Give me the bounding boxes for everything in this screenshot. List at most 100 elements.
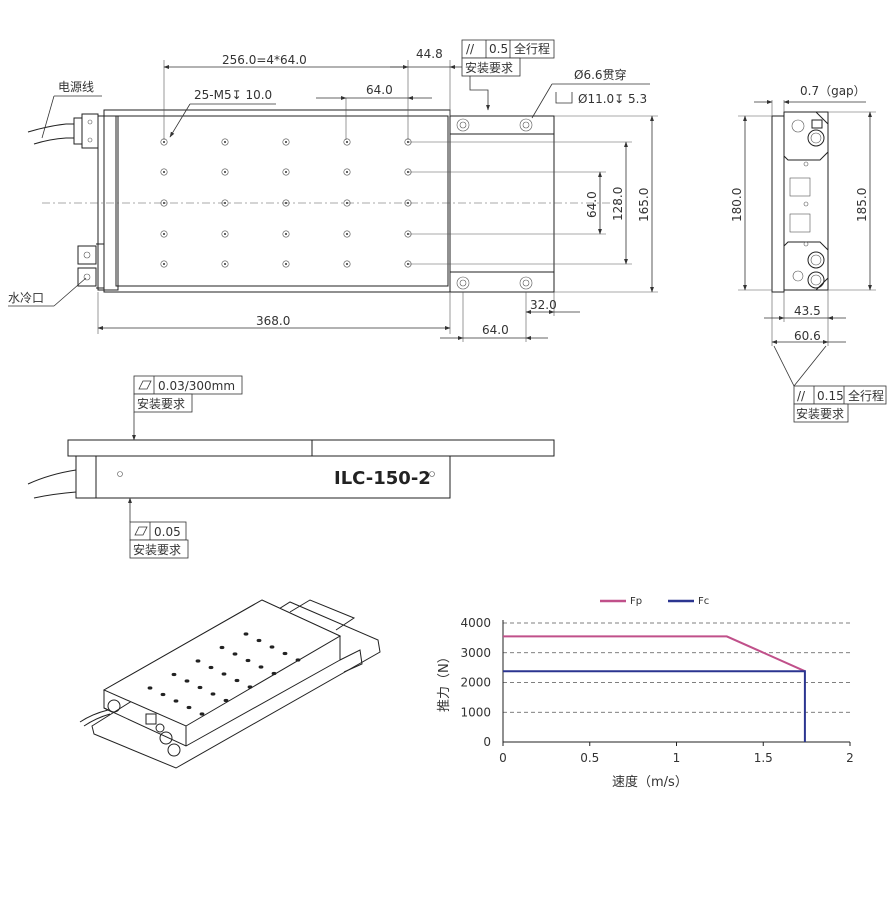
water-cooling-ports (77, 243, 104, 289)
iso-hole (171, 672, 177, 677)
front-view: ILC-150-2 0.03/300mm 安装要求 0.05 安装要求 (27, 375, 555, 559)
thread-hole (343, 260, 351, 268)
thread-hole (221, 138, 229, 146)
x-tick-label: 1.5 (754, 751, 773, 765)
thread-hole-center (163, 233, 165, 235)
thread-note: 25-M5↧ 10.0 (194, 88, 272, 102)
x-tick-label: 2 (846, 751, 854, 765)
x-tick-label: 0.5 (580, 751, 599, 765)
thread-hole (160, 168, 168, 176)
iso-hole (269, 645, 275, 649)
svg-text://: // (466, 42, 475, 56)
dim-pitch: 64.0 (366, 83, 393, 97)
iso-hole (243, 632, 249, 636)
chart-y-label: 推力（N） (437, 650, 452, 712)
svg-text:0.03/300mm: 0.03/300mm (158, 379, 235, 393)
isometric-view (79, 599, 381, 769)
thread-hole-center (163, 202, 165, 204)
x-tick-label: 0 (499, 751, 507, 765)
y-tick-label: 1000 (460, 705, 491, 719)
thread-hole (282, 168, 290, 176)
svg-text:0.5: 0.5 (489, 42, 508, 56)
iso-hole (221, 672, 227, 676)
iso-hole (245, 658, 251, 663)
svg-text:0.05: 0.05 (154, 525, 181, 539)
iso-hole (208, 665, 214, 670)
svg-text:全行程: 全行程 (514, 41, 550, 56)
legend-label-fc: Fc (698, 596, 709, 607)
svg-text:安装要求: 安装要求 (133, 542, 181, 557)
iso-hole (186, 705, 192, 710)
iso-hole (184, 679, 190, 683)
thread-hole (160, 230, 168, 238)
thread-hole-center (285, 141, 287, 143)
dim-gap: 0.7（gap） (800, 84, 866, 98)
svg-text:安装要求: 安装要求 (796, 406, 844, 421)
thread-hole-center (346, 202, 348, 204)
x-tick-label: 1 (673, 751, 681, 765)
iso-hole (219, 645, 225, 650)
iso-hole (147, 686, 153, 690)
thread-hole (221, 260, 229, 268)
svg-text:全行程: 全行程 (848, 388, 884, 403)
side-view: 0.7（gap） 180.0 185.0 43.5 60.6 // 0.15 全… (730, 84, 887, 423)
thread-hole (221, 168, 229, 176)
dim-43-5: 43.5 (794, 304, 821, 318)
chart-x-label: 速度（m/s） (612, 774, 688, 790)
tol-frame-parallel-side: // 0.15 全行程 安装要求 (793, 385, 887, 423)
thread-hole-center (163, 141, 165, 143)
dim-180: 180.0 (730, 188, 744, 222)
thread-hole-center (285, 202, 287, 204)
y-tick-label: 4000 (460, 616, 491, 630)
x-tick-labels: 0 0.5 1 1.5 2 (499, 742, 854, 765)
thread-hole (343, 199, 351, 207)
iso-hole (173, 699, 179, 703)
thread-hole-center (224, 263, 226, 265)
thread-hole (343, 168, 351, 176)
thread-hole-center (407, 202, 409, 204)
thread-hole (404, 199, 412, 207)
counterbore: Ø11.0↧ 5.3 (578, 92, 647, 106)
model-label: ILC-150-2 (334, 468, 431, 489)
series-line-fp (503, 635, 806, 673)
iso-hole (199, 712, 205, 716)
front-rail (67, 439, 555, 457)
dim-60-6: 60.6 (794, 329, 821, 343)
thread-hole (343, 138, 351, 146)
iso-hole (234, 678, 240, 683)
thread-hole-center (285, 233, 287, 235)
chart-series (503, 635, 806, 742)
dim-rail-32: 32.0 (530, 298, 557, 312)
thread-hole (160, 260, 168, 268)
side-rail (771, 115, 785, 293)
iso-hole (160, 692, 166, 697)
y-tick-label: 0 (483, 735, 491, 749)
iso-hole (271, 671, 277, 676)
svg-text://: // (797, 389, 806, 403)
iso-hole (282, 651, 288, 656)
dim-rail-64: 64.0 (482, 323, 509, 337)
label-water-cooling: 水冷口 (8, 291, 44, 305)
series-line-fc (503, 670, 806, 742)
thread-hole-center (346, 263, 348, 265)
side-block (783, 111, 829, 291)
iso-hole (247, 685, 253, 689)
rail-mount-holes (456, 118, 533, 290)
thread-hole-center (224, 233, 226, 235)
dim-185: 185.0 (855, 188, 869, 222)
iso-hole (258, 665, 264, 669)
iso-hole (295, 658, 301, 662)
tol-frame-parallel-top: // 0.5 全行程 安装要求 (461, 39, 555, 111)
y-tick-label: 2000 (460, 676, 491, 690)
top-view: 256.0=4*64.0 44.8 64.0 25-M5↧ 10.0 电源线 水… (8, 39, 658, 342)
hole-through: Ø6.6贯穿 (574, 67, 627, 82)
thread-hole-center (346, 233, 348, 235)
thread-hole (282, 260, 290, 268)
svg-text:0.15: 0.15 (817, 389, 844, 403)
iso-hole (223, 698, 229, 703)
dim-v-64: 64.0 (585, 191, 599, 218)
magnet-rail (449, 115, 555, 293)
svg-text:安装要求: 安装要求 (465, 60, 513, 75)
legend-label-fp: Fp (630, 596, 642, 607)
